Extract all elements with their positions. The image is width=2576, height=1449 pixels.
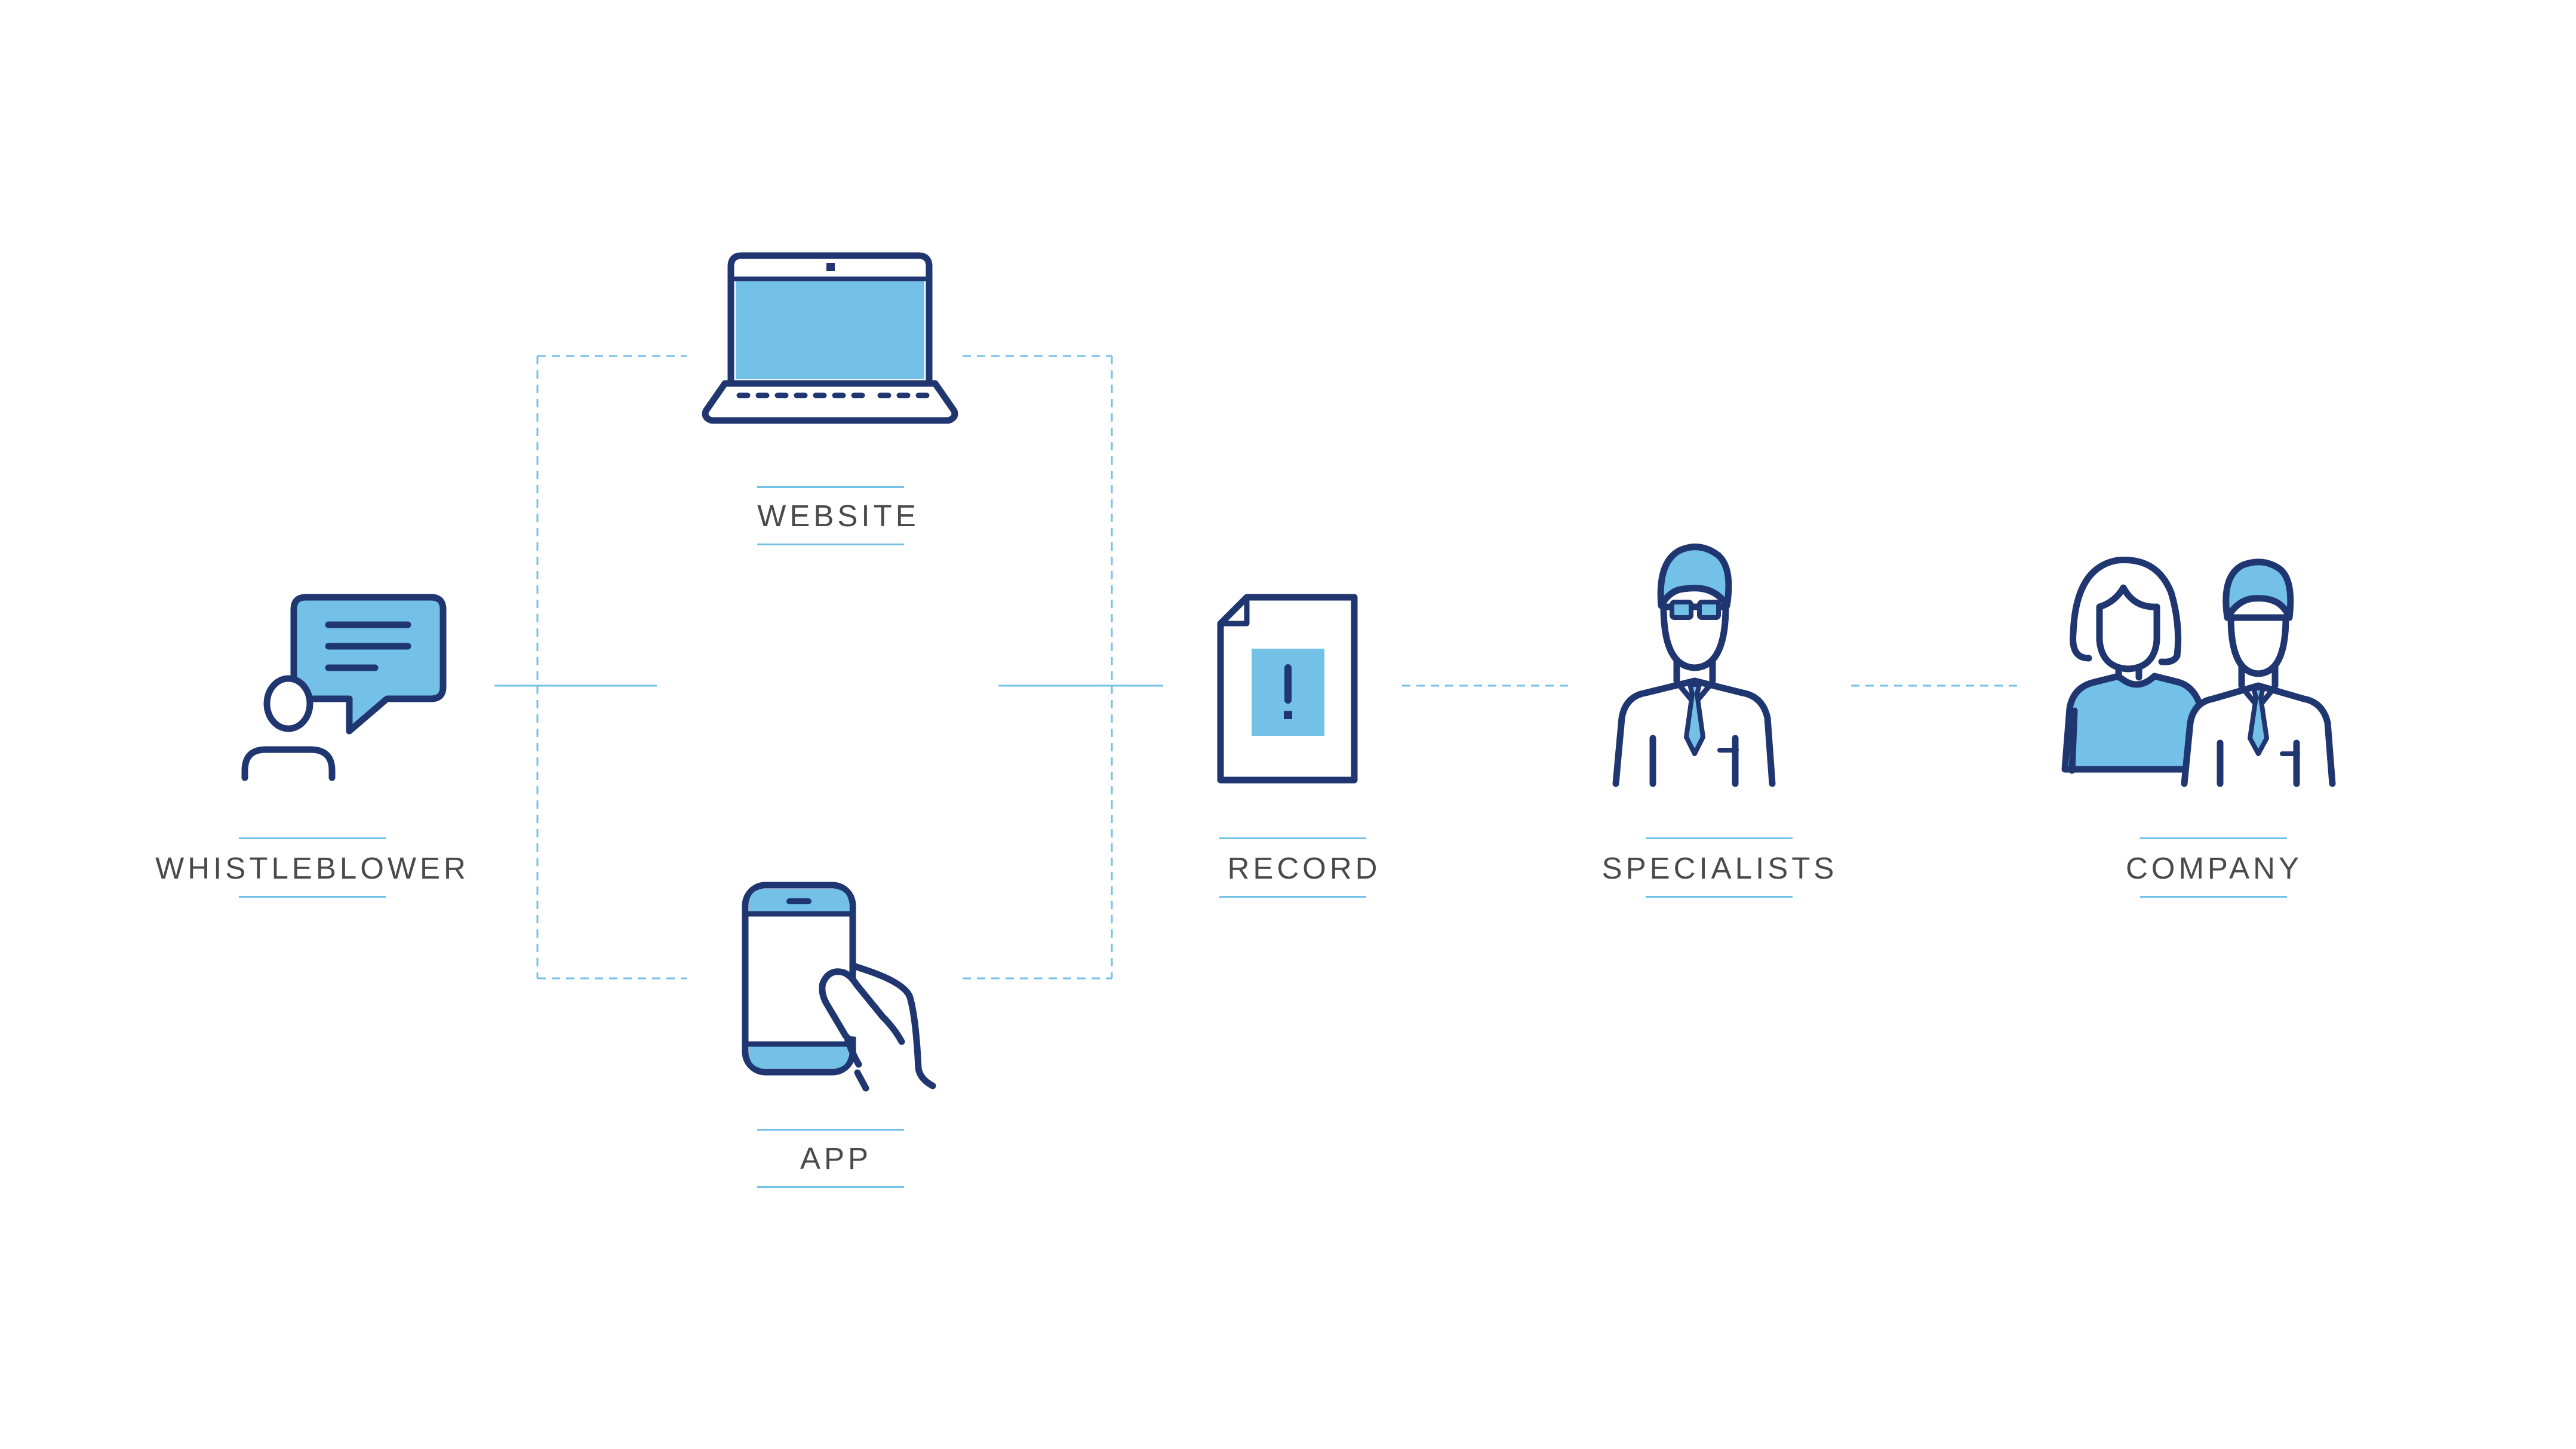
specialists-label: SPECIALISTS [1601, 851, 1838, 885]
record-label: RECORD [1227, 851, 1381, 885]
record-rule-bottom [1219, 896, 1366, 898]
specialist-person-icon [1612, 544, 1776, 787]
specialists-rule-top [1646, 837, 1793, 839]
smartphone-in-hand-icon [742, 882, 936, 1092]
document-alert-icon [1217, 594, 1358, 784]
whistleblower-rule-top [239, 837, 386, 839]
whistleblower-label: WHISTLEBLOWER [155, 851, 469, 885]
specialists-rule-bottom [1646, 896, 1793, 898]
two-people-icon [2061, 556, 2336, 787]
app-label: APP [800, 1141, 872, 1175]
connectors [494, 355, 2018, 980]
whistleblower-rule-bottom [239, 896, 386, 898]
laptop-icon [702, 252, 958, 424]
app-rule-top [757, 1129, 904, 1131]
app-rule-bottom [757, 1186, 904, 1188]
website-rule-bottom [757, 544, 904, 545]
company-rule-bottom [2140, 896, 2287, 898]
company-rule-top [2140, 837, 2287, 839]
whistleblower-speech-icon [241, 594, 447, 781]
company-label: COMPANY [2125, 851, 2303, 885]
website-label: WEBSITE [757, 499, 920, 533]
website-rule-top [757, 486, 904, 488]
record-rule-top [1219, 837, 1366, 839]
